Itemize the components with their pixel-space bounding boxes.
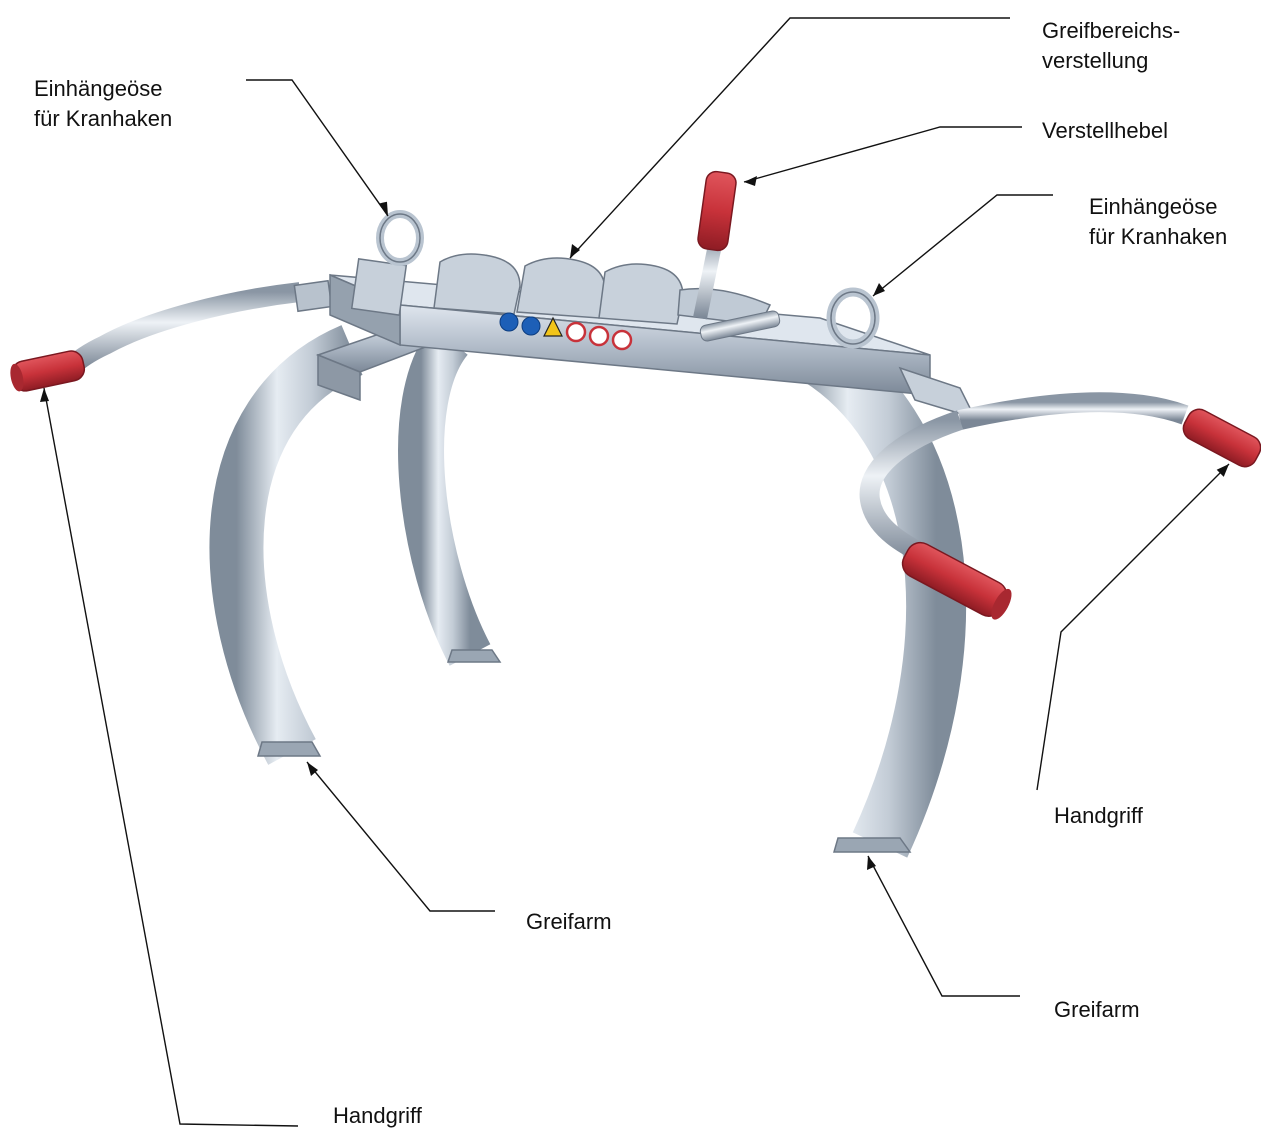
label-adjustment-lever-text: Verstellhebel — [1042, 116, 1168, 146]
label-range-adjustment-line1: Greifbereichs- — [1042, 16, 1180, 46]
label-lifting-eye-left-line2: für Kranhaken — [34, 104, 172, 134]
leader-handle-right — [1037, 464, 1229, 790]
label-handle-right: Handgriff — [1054, 801, 1143, 831]
label-handle-right-text: Handgriff — [1054, 801, 1143, 831]
label-handle-bottom-text: Handgriff — [333, 1101, 422, 1131]
label-adjustment-lever: Verstellhebel — [1042, 116, 1168, 146]
label-lifting-eye-left-line1: Einhängeöse — [34, 74, 172, 104]
lifting-eye-left — [380, 214, 420, 262]
label-lifting-eye-right: Einhängeöse für Kranhaken — [1089, 192, 1227, 252]
grip-left — [8, 349, 87, 394]
label-lifting-eye-right-line1: Einhängeöse — [1089, 192, 1227, 222]
grab-arm-rear-center — [421, 340, 500, 662]
label-range-adjustment-line2: verstellung — [1042, 46, 1180, 76]
grab-arm-front-left — [236, 350, 352, 756]
leader-lever — [744, 127, 1022, 182]
leader-arm-right — [868, 856, 1020, 996]
leader-eye-left — [246, 80, 388, 216]
leader-arm-center — [307, 762, 495, 911]
label-handle-bottom: Handgriff — [333, 1101, 422, 1131]
label-grab-arm-center: Greifarm — [526, 907, 612, 937]
label-range-adjustment: Greifbereichs- verstellung — [1042, 16, 1180, 76]
grab-arm-right — [800, 345, 936, 852]
leader-eye-right — [873, 195, 1053, 296]
leader-range — [570, 18, 1010, 258]
grip-right-upper — [1179, 405, 1261, 471]
label-grab-arm-center-text: Greifarm — [526, 907, 612, 937]
label-lifting-eye-right-line2: für Kranhaken — [1089, 222, 1227, 252]
label-grab-arm-right-text: Greifarm — [1054, 995, 1140, 1025]
label-lifting-eye-left: Einhängeöse für Kranhaken — [34, 74, 172, 134]
grip-lever — [697, 170, 738, 251]
label-grab-arm-right: Greifarm — [1054, 995, 1140, 1025]
